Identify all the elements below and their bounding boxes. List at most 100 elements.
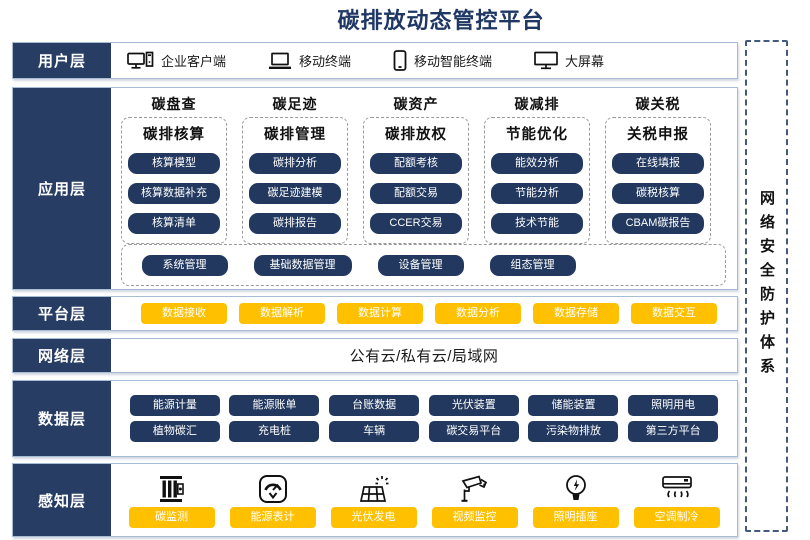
platform-button: 数据接收 <box>141 303 227 324</box>
network-layer-label: 网络层 <box>13 339 111 372</box>
app-column-subtitle: 碳排管理 <box>264 127 326 143</box>
app-node-button: CCER交易 <box>370 213 462 234</box>
data-layer-label: 数据层 <box>13 381 111 456</box>
perception-label-button: 碳监测 <box>128 507 215 528</box>
app-node-button: 碳税核算 <box>612 183 704 204</box>
data-source-button: 光伏装置 <box>428 395 519 417</box>
app-node-button: 核算数据补充 <box>128 183 220 204</box>
user-layer-content: 企业客户端 移动终端 移动智能终端 <box>111 43 737 78</box>
app-node-button: 核算清单 <box>128 213 220 234</box>
platform-button: 数据计算 <box>337 303 423 324</box>
user-item-label: 企业客户端 <box>161 54 227 69</box>
perception-grid: 碳监测 能源表计 <box>111 464 737 536</box>
data-source-button: 车辆 <box>329 420 420 442</box>
app-node-button: 技术节能 <box>491 213 583 234</box>
data-source-button: 碳交易平台 <box>428 420 519 442</box>
app-column-carbon-footprint: 碳足迹 碳排管理 碳排分析 碳足迹建模 碳排报告 <box>242 94 348 244</box>
app-column-header: 碳关税 <box>635 96 681 112</box>
data-source-button: 充电桩 <box>229 420 320 442</box>
app-column-subtitle: 关税申报 <box>627 127 689 143</box>
data-source-button: 第三方平台 <box>628 420 719 442</box>
user-layer-label: 用户层 <box>13 43 111 78</box>
app-layer-label: 应用层 <box>13 88 111 289</box>
perception-item-solar-panel: 光伏发电 <box>323 470 424 528</box>
perception-label-button: 空调制冷 <box>633 507 720 528</box>
laptop-icon <box>268 52 292 70</box>
energy-meter-icon <box>258 470 288 504</box>
app-column-header: 碳减排 <box>514 96 560 112</box>
app-node-button: 配额交易 <box>370 183 462 204</box>
app-node-button: 节能分析 <box>491 183 583 204</box>
app-column-box: 节能优化 能效分析 节能分析 技术节能 <box>484 117 590 244</box>
page-title: 碳排放动态管控平台 <box>337 8 545 33</box>
app-node-button: 配额考核 <box>370 153 462 174</box>
app-column-carbon-tariff: 碳关税 关税申报 在线填报 碳税核算 CBAM碳报告 <box>605 94 711 244</box>
data-source-button: 照明用电 <box>628 395 719 417</box>
perception-item-light-bulb: 照明插座 <box>525 470 626 528</box>
platform-button: 数据分析 <box>435 303 521 324</box>
data-source-button: 储能装置 <box>528 395 619 417</box>
perception-item-energy-meter: 能源表计 <box>222 470 323 528</box>
cctv-camera-icon <box>459 470 491 504</box>
app-layer-content: 碳盘查 碳排核算 核算模型 核算数据补充 核算清单 碳足迹 碳排管理 碳排分析 … <box>111 88 737 289</box>
user-item-mobile-terminal: 移动终端 <box>268 51 351 70</box>
app-column-box: 碳排管理 碳排分析 碳足迹建模 碳排报告 <box>242 117 348 244</box>
desktop-pc-icon <box>127 51 154 71</box>
platform-button: 数据解析 <box>239 303 325 324</box>
platform-layer-label: 平台层 <box>13 297 111 330</box>
user-item-label: 移动终端 <box>299 54 352 69</box>
app-node-button: 碳排报告 <box>249 213 341 234</box>
data-source-button: 污染物排放 <box>528 420 619 442</box>
platform-layer-row: 平台层 数据接收 数据解析 数据计算 数据分析 数据存储 数据交互 <box>12 296 738 331</box>
app-node-button: 碳足迹建模 <box>249 183 341 204</box>
solar-panel-icon <box>358 470 390 504</box>
user-item-enterprise-client: 企业客户端 <box>127 51 226 71</box>
data-layer-content: 能源计量 能源账单 台账数据 光伏装置 储能装置 照明用电 植物碳汇 充电桩 车… <box>111 381 737 456</box>
platform-button: 数据交互 <box>631 303 717 324</box>
platform-button: 数据存储 <box>533 303 619 324</box>
app-column-carbon-reduction: 碳减排 节能优化 能效分析 节能分析 技术节能 <box>484 94 590 244</box>
app-management-button: 设备管理 <box>377 254 464 276</box>
app-column-subtitle: 碳排放权 <box>385 127 447 143</box>
app-management-box: 系统管理 基础数据管理 设备管理 组态管理 <box>121 244 726 286</box>
app-column-subtitle: 碳排核算 <box>143 127 205 143</box>
data-source-button: 台账数据 <box>329 395 420 417</box>
air-conditioner-icon <box>661 470 693 504</box>
perception-label-button: 能源表计 <box>229 507 316 528</box>
data-layer-row: 数据层 能源计量 能源账单 台账数据 光伏装置 储能装置 照明用电 植物碳汇 充… <box>12 380 738 457</box>
app-columns: 碳盘查 碳排核算 核算模型 核算数据补充 核算清单 碳足迹 碳排管理 碳排分析 … <box>121 94 711 244</box>
perception-item-cctv-camera: 视频监控 <box>424 470 525 528</box>
app-column-box: 碳排放权 配额考核 配额交易 CCER交易 <box>363 117 469 244</box>
smartphone-icon <box>393 50 407 71</box>
data-grid: 能源计量 能源账单 台账数据 光伏装置 储能装置 照明用电 植物碳汇 充电桩 车… <box>111 381 737 456</box>
app-column-header: 碳盘查 <box>151 96 197 112</box>
security-sidebar: 网络安全防护体系 <box>745 40 788 532</box>
user-item-label: 移动智能终端 <box>414 54 493 69</box>
network-layer-row: 网络层 公有云/私有云/局域网 <box>12 338 738 373</box>
perception-label-button: 光伏发电 <box>330 507 417 528</box>
light-bulb-icon <box>563 470 589 504</box>
app-column-box: 关税申报 在线填报 碳税核算 CBAM碳报告 <box>605 117 711 244</box>
app-node-button: 能效分析 <box>491 153 583 174</box>
app-column-carbon-inventory: 碳盘查 碳排核算 核算模型 核算数据补充 核算清单 <box>121 94 227 244</box>
app-node-button: 碳排分析 <box>249 153 341 174</box>
perception-label-button: 视频监控 <box>431 507 518 528</box>
app-layer-row: 应用层 碳盘查 碳排核算 核算模型 核算数据补充 核算清单 碳足迹 碳排管理 <box>12 87 738 290</box>
user-item-label: 大屏幕 <box>565 54 605 69</box>
app-column-header: 碳足迹 <box>272 96 318 112</box>
perception-layer-row: 感知层 碳监测 <box>12 463 738 537</box>
user-item-smart-mobile-terminal: 移动智能终端 <box>393 50 492 71</box>
user-item-big-screen: 大屏幕 <box>534 51 604 71</box>
app-node-button: 核算模型 <box>128 153 220 174</box>
security-sidebar-label: 网络安全防护体系 <box>758 190 775 382</box>
app-node-button: CBAM碳报告 <box>612 213 704 234</box>
perception-item-carbon-monitor: 碳监测 <box>121 470 222 528</box>
app-column-box: 碳排核算 核算模型 核算数据补充 核算清单 <box>121 117 227 244</box>
perception-item-air-conditioner: 空调制冷 <box>626 470 727 528</box>
network-layer-text: 公有云/私有云/局域网 <box>349 348 499 365</box>
platform-layer-content: 数据接收 数据解析 数据计算 数据分析 数据存储 数据交互 <box>111 297 737 330</box>
app-column-subtitle: 节能优化 <box>506 127 568 143</box>
data-source-button: 能源计量 <box>129 395 220 417</box>
app-column-header: 碳资产 <box>393 96 439 112</box>
